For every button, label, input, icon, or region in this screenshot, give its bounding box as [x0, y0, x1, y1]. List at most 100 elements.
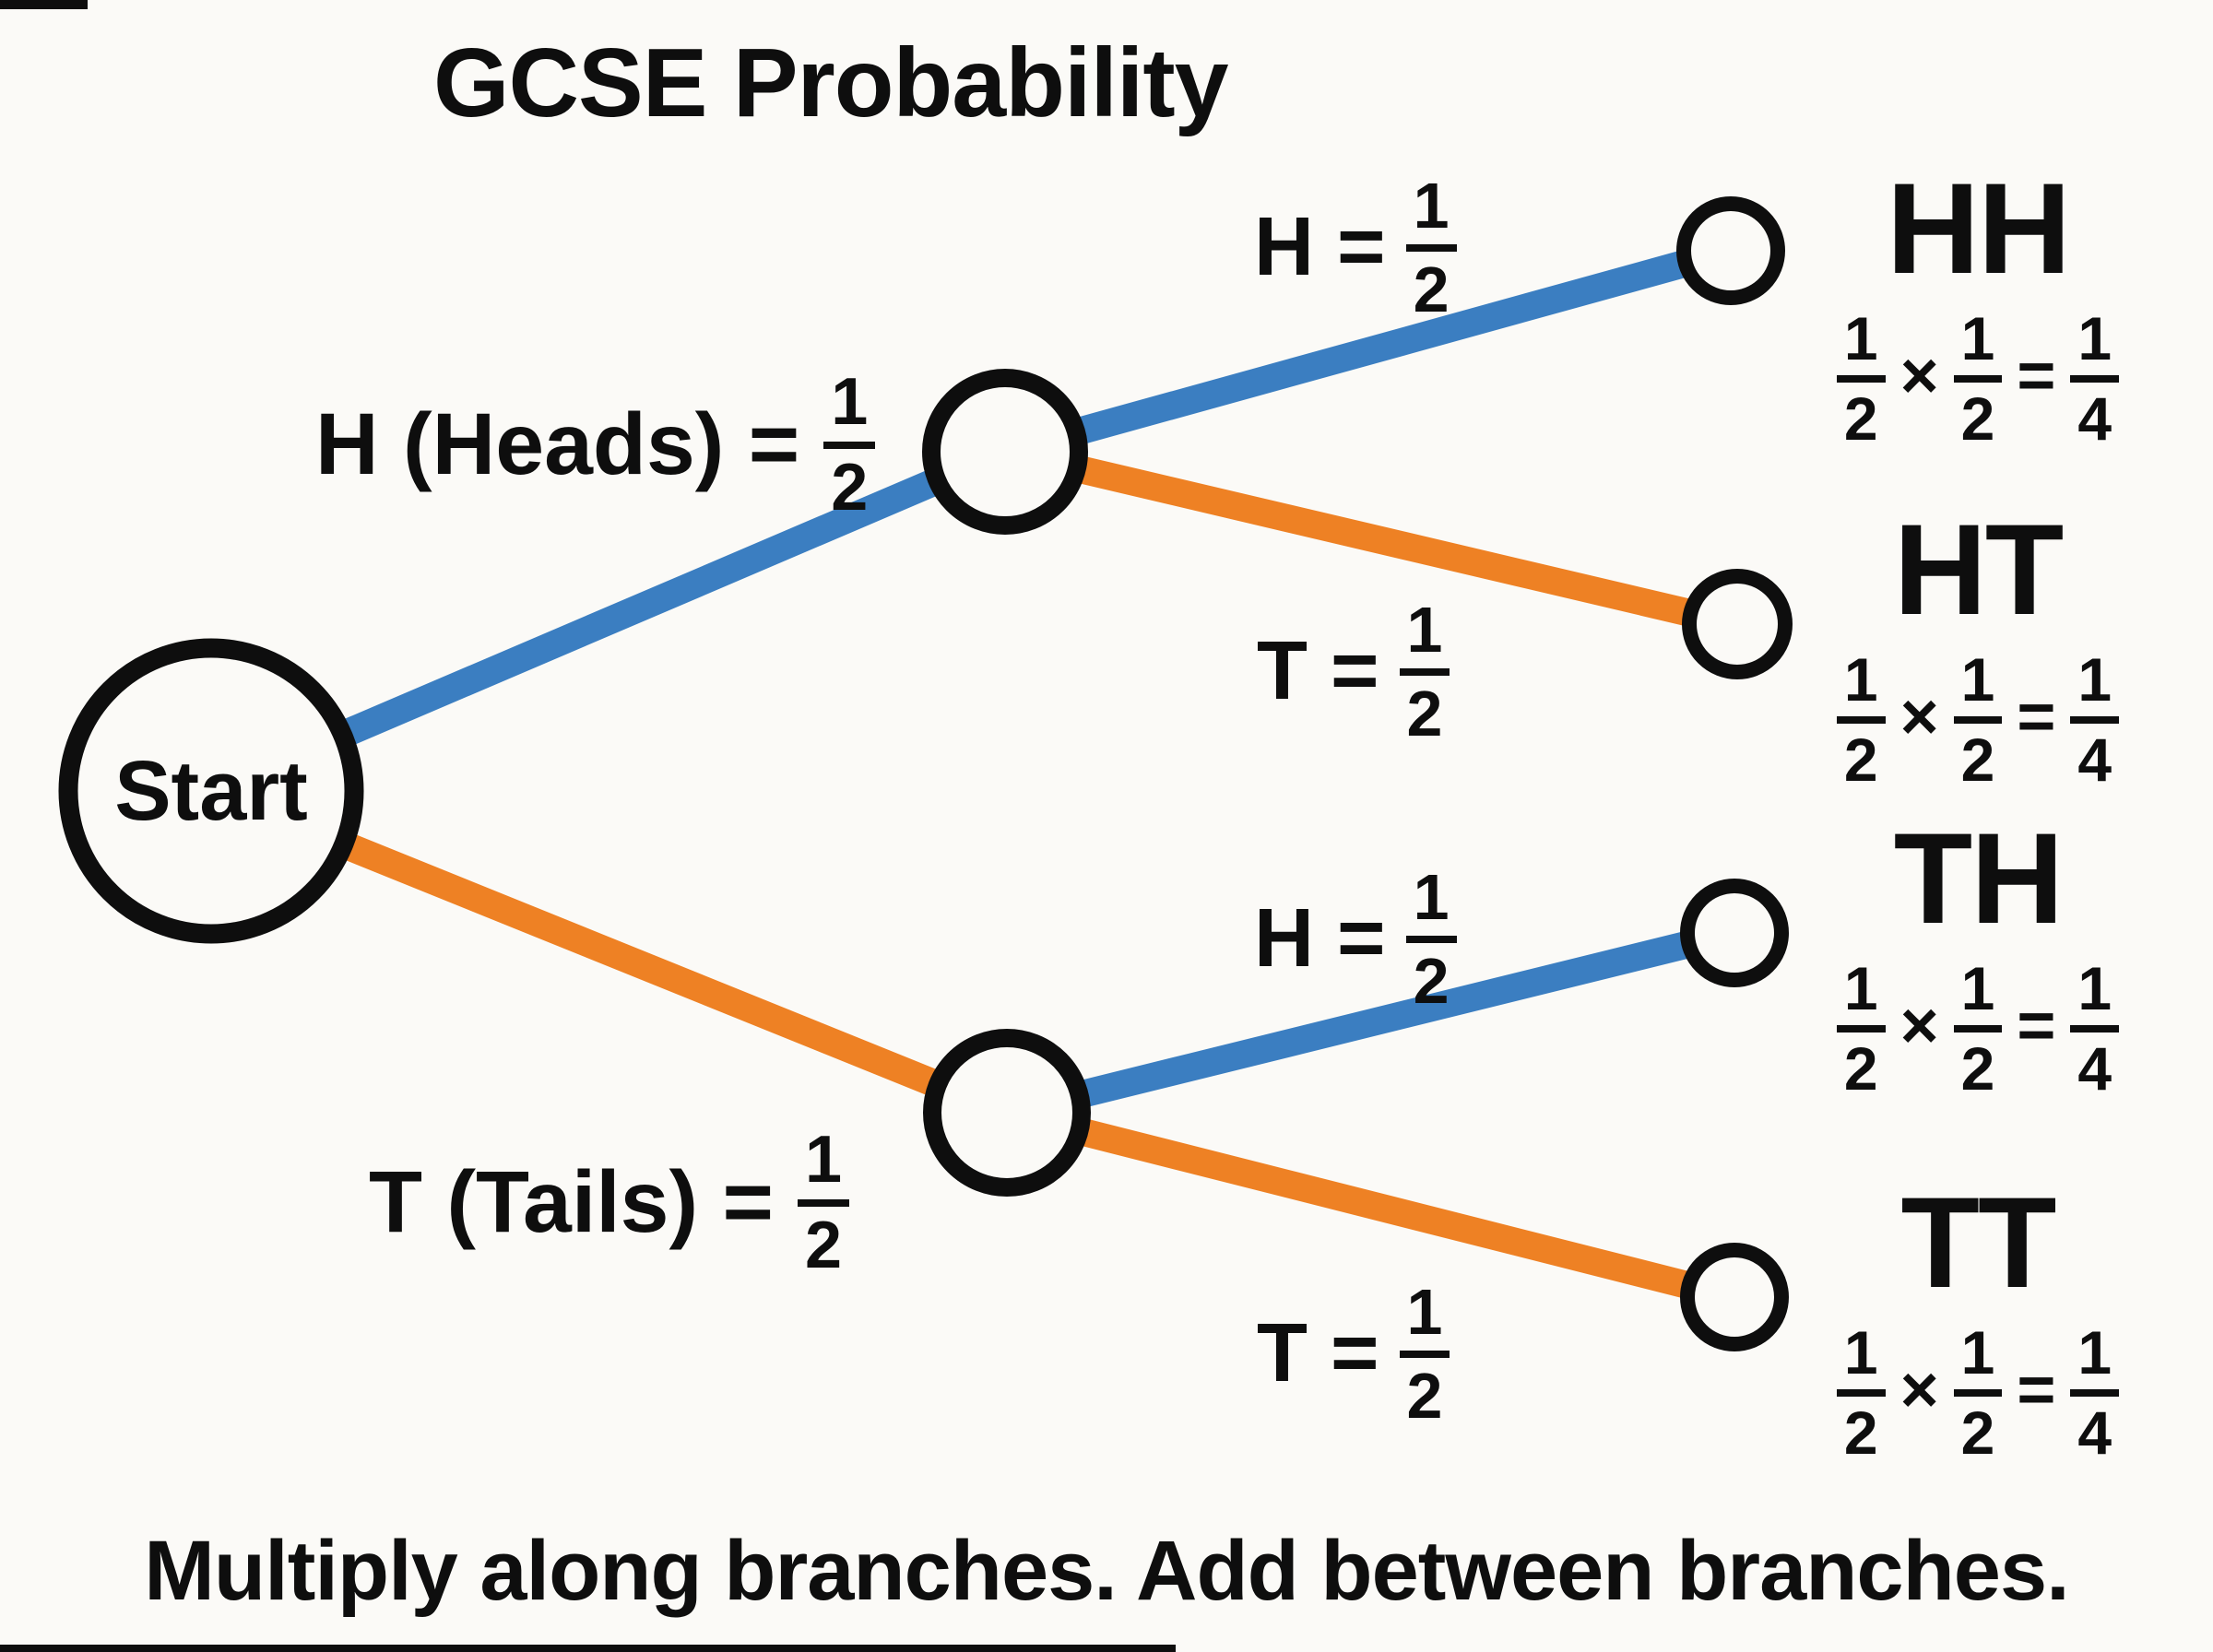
fraction-bar	[1836, 1025, 1886, 1032]
fraction-numerator: 1	[2077, 1318, 2112, 1386]
fraction-bar	[1399, 668, 1450, 676]
fraction-denominator: 2	[1413, 945, 1450, 1017]
fraction-bar	[2070, 1025, 2120, 1032]
multiply-sign: ×	[1899, 988, 1939, 1063]
th-probability-fraction: 1 2	[1405, 865, 1457, 1017]
fraction-bar	[1399, 1351, 1450, 1358]
outcome-tt: TT 1 2 × 1 2 = 1 4	[1780, 1178, 2176, 1463]
fraction-numerator: 1	[1843, 304, 1878, 372]
fraction-denominator: 4	[2077, 1398, 2112, 1467]
equals-sign: =	[2017, 679, 2056, 754]
fraction-numerator: 1	[1843, 954, 1878, 1022]
th-branch-label: H = 1 2	[1254, 865, 1457, 1013]
outcome-calculation: 1 2 × 1 2 = 1 4	[1836, 304, 2120, 453]
fraction-numerator: 1	[1406, 1276, 1443, 1348]
fraction-numerator: 1	[1413, 170, 1450, 242]
fraction-bar	[2070, 375, 2120, 383]
fraction-bar	[1405, 936, 1457, 943]
branch-tails-tt	[1003, 1099, 1738, 1311]
multiply-sign: ×	[1899, 338, 1939, 413]
fraction-bar	[1836, 716, 1886, 724]
fraction-denominator: 2	[831, 451, 869, 525]
fraction-denominator: 2	[1843, 1398, 1878, 1467]
calc-fraction-1: 1 2	[1836, 304, 1886, 453]
tails-branch-text: T (Tails) =	[369, 1153, 775, 1251]
outcome-name: HH	[1886, 156, 2071, 301]
fraction-bar	[1953, 716, 2003, 724]
branch-heads-ht	[1001, 438, 1741, 638]
scan-artifact-bottom	[0, 1645, 1176, 1652]
outcome-hh: HH 1 2 × 1 2 = 1 4	[1780, 164, 2176, 449]
hh-branch-text: H =	[1254, 201, 1386, 293]
start-node-circle	[58, 638, 364, 944]
fraction-bar	[1836, 375, 1886, 383]
calc-result-fraction: 1 4	[2070, 304, 2120, 453]
fraction-bar	[798, 1199, 850, 1207]
heads-branch-label: H (Heads) = 1 2	[315, 365, 876, 525]
tt-node-circle	[1680, 1243, 1789, 1351]
fraction-bar	[2070, 716, 2120, 724]
fraction-denominator: 2	[1843, 384, 1878, 453]
fraction-denominator: 2	[1960, 1398, 1995, 1467]
equals-sign: =	[2017, 988, 2056, 1063]
outcome-calculation: 1 2 × 1 2 = 1 4	[1836, 954, 2120, 1103]
hh-branch-label: H = 1 2	[1254, 173, 1457, 322]
fraction-numerator: 1	[2077, 954, 2112, 1022]
multiply-sign: ×	[1899, 1352, 1939, 1427]
outcome-name: HT	[1893, 497, 2065, 642]
calc-fraction-1: 1 2	[1836, 954, 1886, 1099]
fraction-numerator: 1	[831, 365, 869, 439]
tt-branch-label: T = 1 2	[1257, 1280, 1450, 1428]
tails-probability-fraction: 1 2	[798, 1123, 850, 1282]
ht-branch-label: T = 1 2	[1257, 597, 1450, 746]
outcome-calculation: 1 2 × 1 2 = 1 4	[1836, 1318, 2120, 1467]
heads-branch-text: H (Heads) =	[315, 395, 800, 493]
th-node-circle	[1680, 879, 1789, 987]
th-branch-text: H =	[1254, 892, 1386, 985]
fraction-denominator: 2	[1960, 384, 1995, 453]
fraction-numerator: 1	[1960, 645, 1995, 714]
ht-branch-text: T =	[1257, 625, 1379, 717]
calc-result-fraction: 1 4	[2070, 954, 2120, 1103]
hh-node-circle	[1676, 196, 1785, 305]
fraction-numerator: 1	[1960, 954, 1995, 1022]
fraction-denominator: 4	[2077, 384, 2112, 453]
equals-sign: =	[2017, 338, 2056, 413]
fraction-denominator: 2	[1843, 726, 1878, 794]
fraction-numerator: 1	[1843, 1318, 1878, 1386]
fraction-bar	[1405, 244, 1457, 252]
fraction-numerator: 1	[1960, 1318, 1995, 1386]
calc-fraction-2: 1 2	[1953, 304, 2003, 453]
fraction-denominator: 2	[805, 1209, 843, 1282]
calc-fraction-2: 1 2	[1953, 645, 2003, 790]
fraction-numerator: 1	[1406, 594, 1443, 666]
fraction-numerator: 1	[2077, 304, 2112, 372]
fraction-bar	[1953, 1389, 2003, 1397]
equals-sign: =	[2017, 1352, 2056, 1427]
outcome-name: TH	[1893, 806, 2065, 950]
page-title: GCSE Probability	[433, 29, 1229, 137]
tt-branch-text: T =	[1257, 1307, 1379, 1399]
heads-probability-fraction: 1 2	[823, 365, 876, 525]
fraction-numerator: 1	[1960, 304, 1995, 372]
fraction-bar	[2070, 1389, 2120, 1397]
calc-fraction-2: 1 2	[1953, 954, 2003, 1103]
fraction-bar	[1953, 375, 2003, 383]
calc-result-fraction: 1 4	[2070, 645, 2120, 794]
branch-heads-hh	[1000, 237, 1735, 466]
fraction-numerator: 1	[805, 1123, 843, 1197]
fraction-denominator: 2	[1406, 678, 1443, 749]
outcome-calculation: 1 2 × 1 2 = 1 4	[1836, 645, 2120, 794]
fraction-numerator: 1	[2077, 645, 2112, 714]
fraction-denominator: 4	[2077, 1034, 2112, 1103]
fraction-denominator: 2	[1406, 1360, 1443, 1432]
tails-branch-label: T (Tails) = 1 2	[369, 1123, 850, 1282]
fraction-denominator: 4	[2077, 726, 2112, 794]
fraction-denominator: 2	[1960, 1034, 1995, 1103]
ht-node-circle	[1682, 569, 1793, 679]
rule-caption: Multiply along branches. Add between bra…	[144, 1524, 2069, 1618]
fraction-bar	[823, 442, 876, 449]
calc-fraction-1: 1 2	[1836, 649, 1886, 794]
